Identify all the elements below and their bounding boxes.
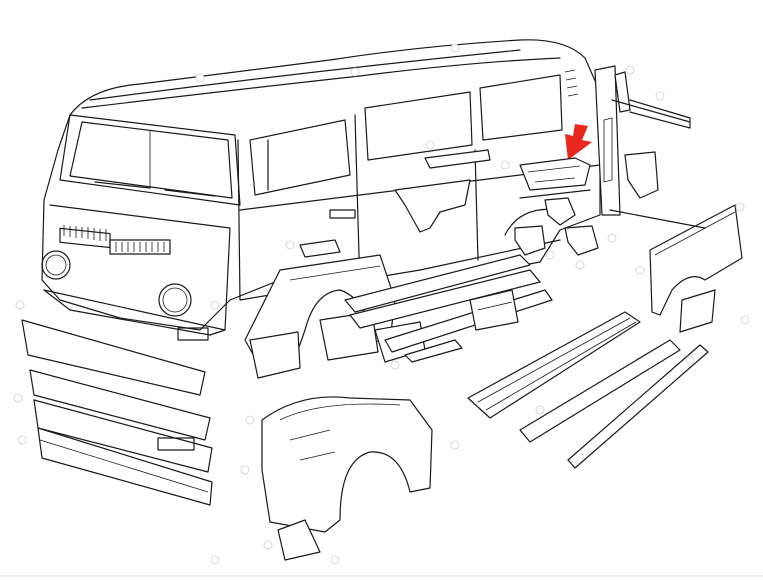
- indicator-lamp: [177, 327, 209, 341]
- body-patch-small: [299, 239, 341, 258]
- headlight-left: [41, 250, 71, 280]
- side-window-1: [364, 91, 473, 161]
- callout-markers: [13, 43, 750, 565]
- rear-arch-pieces: [514, 197, 599, 256]
- side-panel-patch: [394, 179, 471, 233]
- windshield-frame: [59, 114, 241, 206]
- front-panel: [43, 204, 231, 331]
- rear-corner-pieces: [594, 65, 691, 216]
- side-window-2: [479, 74, 563, 141]
- valance-3: [33, 399, 213, 473]
- vent-grille-right: [109, 239, 171, 255]
- right-floor-rails: [467, 311, 709, 469]
- valance-2: [29, 369, 211, 441]
- valance-1: [21, 319, 206, 396]
- lower-front-arch: [261, 396, 433, 561]
- red-arrow-icon: [565, 124, 592, 160]
- cab-door-window: [249, 119, 351, 196]
- windshield: [69, 121, 233, 199]
- rear-quarter-panel: [649, 204, 743, 316]
- headlight-right: [158, 283, 192, 317]
- front-valance-stack: [21, 319, 213, 506]
- floor-sills: [344, 254, 553, 363]
- roof-patch: [424, 149, 491, 169]
- rear-quarter-patch: [679, 289, 716, 333]
- valance-tab: [157, 437, 195, 451]
- black-arrow-icon: [609, 209, 706, 229]
- door-handle: [329, 209, 356, 219]
